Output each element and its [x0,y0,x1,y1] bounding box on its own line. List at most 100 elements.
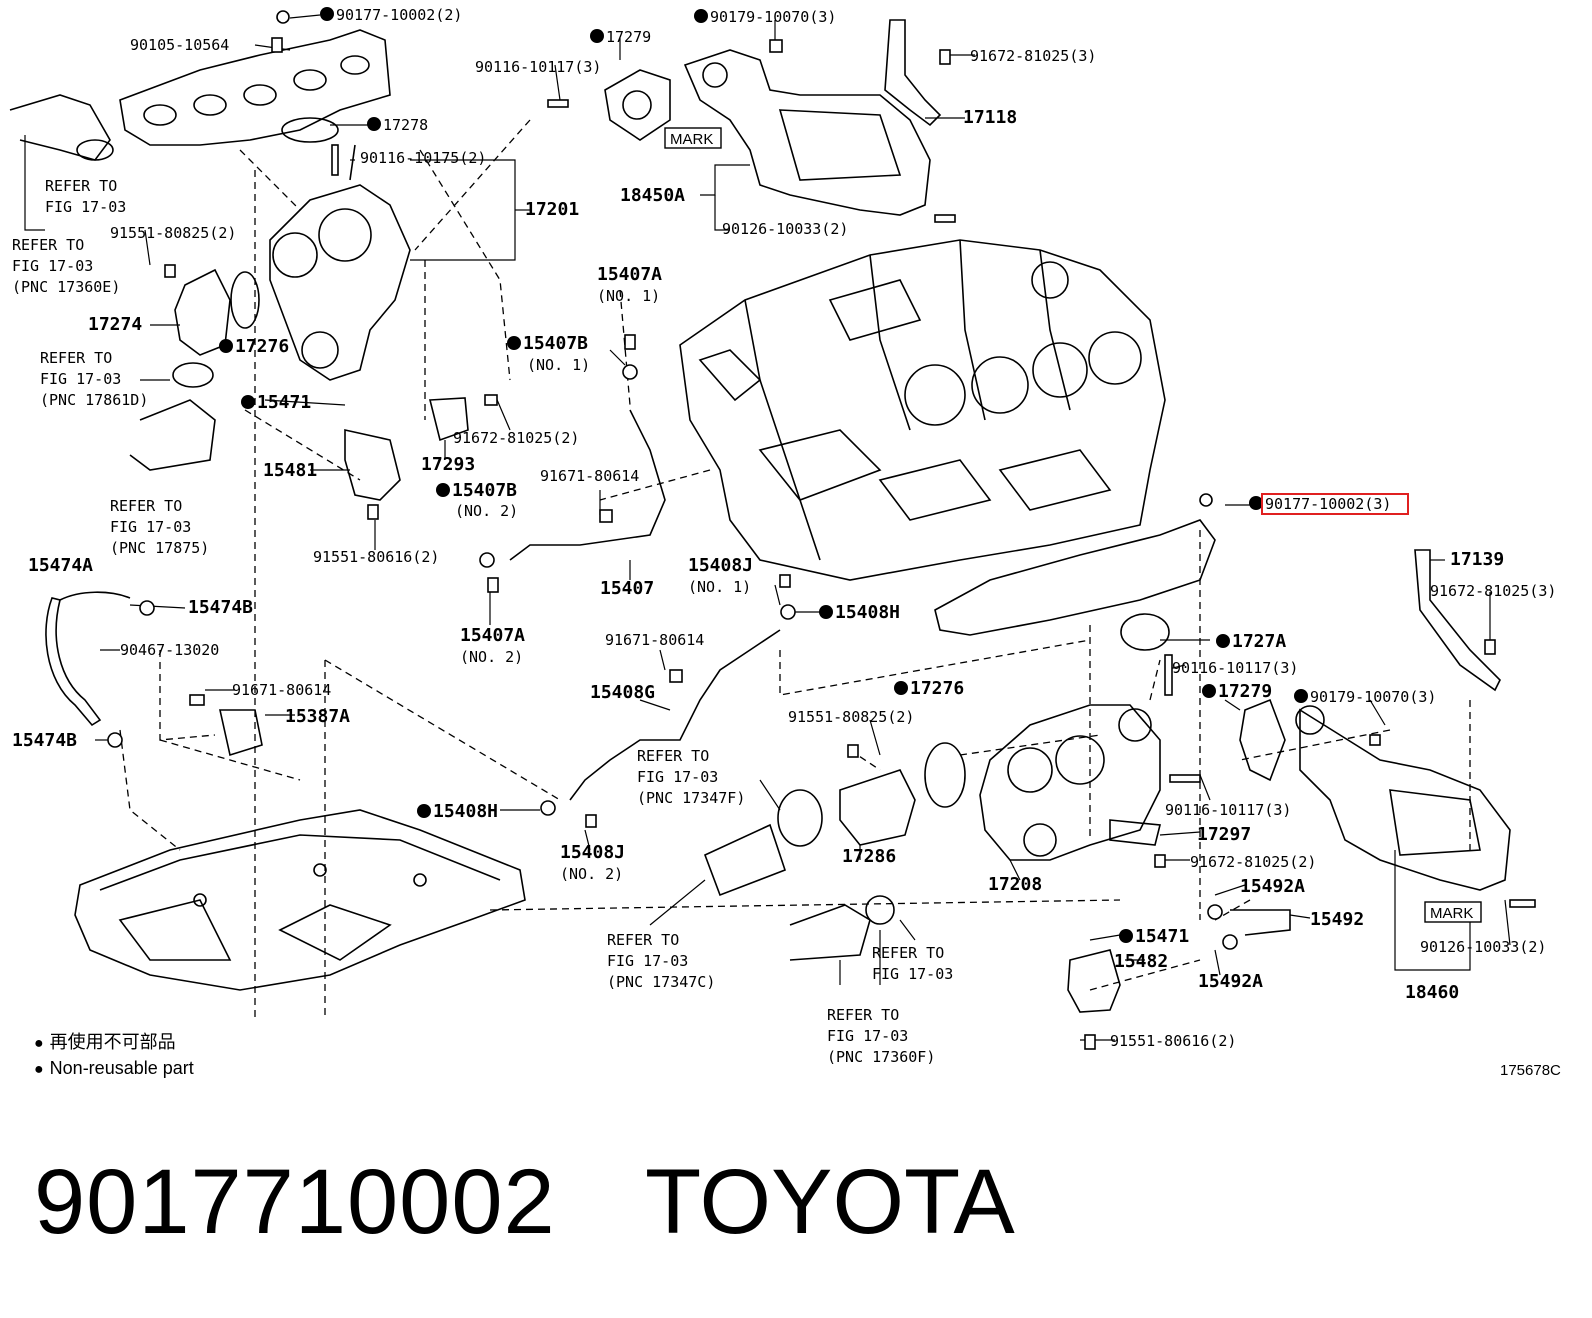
callout-text: 15387A [285,706,350,727]
mark-text: MARK [1430,905,1473,922]
oil-pan [74,809,526,991]
callout-c61: 15471 [1119,926,1189,947]
callout-c22: 15481 [263,460,317,481]
callout-text: 15492A [1198,971,1263,992]
refer-to-text: FIG 17-03 [872,965,953,983]
non-reusable-bullet-icon [417,804,431,818]
callout-text: 17286 [842,846,896,867]
non-reusable-bullet-icon [219,339,233,353]
callout-text: 91551-80616(2) [1110,1032,1236,1050]
callout-text: (NO. 1) [527,356,590,374]
non-reusable-bullet-icon [1216,634,1230,648]
callout-text: (NO. 2) [560,865,623,883]
refer-to-text: FIG 17-03 [637,768,718,786]
callout-c9: 90116-10175(2) [360,149,486,167]
callout-text: 90105-10564 [130,36,229,54]
callout-text: 15408H [433,801,498,822]
callout-c18: 15407B [507,333,588,354]
refer-to-text: REFER TO [110,497,182,515]
callout-text: 15474A [28,555,93,576]
oil-return-15482 [1067,949,1121,1013]
turbocharger-left [269,144,411,381]
callout-c32: 15474B [188,597,253,618]
callout-text: 15481 [263,460,317,481]
callout-c47: 90179-10070(3) [1294,688,1436,706]
callout-text: 91671-80614 [540,467,639,485]
callout-text: 91551-80616(2) [313,548,439,566]
bullet-icon: ● [34,1061,44,1078]
callout-text: 15482 [1114,951,1168,972]
refer-to-text: (PNC 17347F) [637,789,745,807]
callout-c4: 90179-10070(3) [694,8,836,26]
callout-c16: 17274 [88,314,142,335]
callout-text: 18460 [1405,982,1459,1003]
callout-text: 90126-10033(2) [1420,938,1546,956]
callout-c25: 15407B [436,480,517,501]
callout-c33: 15407 [600,578,654,599]
bracket-17293 [428,397,469,442]
callout-c38: (NO. 2) [460,648,523,666]
hose-15492 [1230,909,1291,936]
callout-c43: 91671-80614 [232,681,331,699]
callout-text: 17139 [1450,549,1504,570]
callout-c64: 90126-10033(2) [1420,938,1546,956]
refer-to-text: REFER TO [637,747,709,765]
refer-to-text: REFER TO [45,177,117,195]
callout-c56: 17286 [842,846,896,867]
callout-c26: (NO. 2) [455,502,518,520]
non-reusable-bullet-icon [819,605,833,619]
callout-text: 15492 [1310,909,1364,930]
non-reusable-bullet-icon [1294,689,1308,703]
callout-text: 15492A [1240,876,1305,897]
callout-c49: 15474B [12,730,77,751]
callout-text: 91551-80825(2) [110,224,236,242]
refer-to-text: FIG 17-03 [40,370,121,388]
intake-hose-17347C [703,823,787,897]
leader-lines [24,14,1511,1041]
mark-text: MARK [670,131,713,148]
callout-text: 91551-80825(2) [788,708,914,726]
refer-to-text: REFER TO [872,944,944,962]
legend: ●再使用不可部品 ●Non-reusable part [34,1030,194,1082]
callout-c41: 90467-13020 [120,641,219,659]
callout-text: (NO. 2) [455,502,518,520]
callout-text: 17276 [235,336,289,357]
assembly-lines [119,119,1471,1020]
callout-c24: 91671-80614 [540,467,639,485]
callout-text: 90179-10070(3) [710,8,836,26]
callout-text: 90177-10002(3) [1265,495,1391,513]
callout-text: 17274 [88,314,142,335]
callout-c50: 91551-80825(2) [788,708,914,726]
callout-text: 15471 [257,392,311,413]
refer-to-text: FIG 17-03 [12,257,93,275]
callout-text: 90116-10117(3) [1172,659,1298,677]
callout-c23: 17293 [421,454,475,475]
non-reusable-bullet-icon [436,483,450,497]
callout-c40: 1727A [1216,631,1286,652]
refer-to-text: (PNC 17360E) [12,278,120,296]
callout-c53: 15408J [560,842,625,863]
callout-c13: 91551-80825(2) [110,224,236,242]
mark-box [1424,901,1482,923]
refer-to-text: FIG 17-03 [607,952,688,970]
callout-text: 17278 [383,116,428,134]
mark-labels: MARK MARK [664,127,1482,923]
callout-text: 91672-81025(3) [970,47,1096,65]
callout-c27: 91551-80616(2) [313,548,439,566]
bullet-icon: ● [34,1035,44,1052]
callout-text: 90179-10070(3) [1310,688,1436,706]
callout-text: 15408H [835,602,900,623]
legend-text-jp: 再使用不可部品 [49,1032,176,1052]
callout-c10: 18450A [620,185,685,206]
bracket-17297 [1109,819,1162,846]
callout-c34: 15408J [688,555,753,576]
non-reusable-bullet-icon [241,395,255,409]
callout-c55: 17297 [1197,824,1251,845]
engine-block [679,239,1166,581]
non-reusable-bullet-icon [590,29,604,43]
non-reusable-bullet-icon [694,9,708,23]
air-hoses-left [9,94,260,471]
callout-c66: 91551-80616(2) [1110,1032,1236,1050]
